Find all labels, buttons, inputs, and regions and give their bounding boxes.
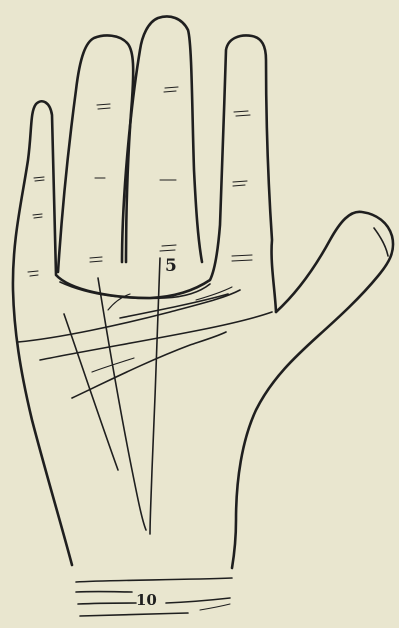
crease xyxy=(28,271,38,272)
wrist-line-4b xyxy=(200,604,230,610)
mark-10-label: 10 xyxy=(136,593,157,608)
wrist-line-1 xyxy=(76,578,232,582)
mark-5-label: 5 xyxy=(165,258,177,275)
crease xyxy=(165,87,178,88)
crease xyxy=(33,214,42,215)
crease xyxy=(34,217,42,218)
wrist-line-4 xyxy=(80,613,188,616)
crease xyxy=(234,111,248,112)
wrist-line-3 xyxy=(78,603,136,604)
crease xyxy=(232,260,252,261)
wrist-line-3b xyxy=(166,598,230,603)
crease xyxy=(164,91,176,92)
thumbnail-outline xyxy=(374,228,388,256)
thumb-outline xyxy=(232,212,393,568)
crease xyxy=(30,275,38,276)
crease xyxy=(232,255,252,256)
crease xyxy=(233,181,247,182)
fate-line-1 xyxy=(98,278,146,530)
diagonal-line-1 xyxy=(72,332,226,398)
crease xyxy=(35,180,44,181)
crease xyxy=(90,257,102,258)
crease xyxy=(34,177,44,178)
crease xyxy=(90,261,102,262)
crease xyxy=(160,250,175,251)
crease xyxy=(162,245,176,246)
life-line xyxy=(64,314,118,470)
fate-line-2 xyxy=(150,258,160,534)
crease xyxy=(97,104,110,105)
crease xyxy=(236,115,250,116)
crease xyxy=(98,108,110,109)
middle-finger-outline xyxy=(122,17,202,263)
crease xyxy=(233,185,245,186)
